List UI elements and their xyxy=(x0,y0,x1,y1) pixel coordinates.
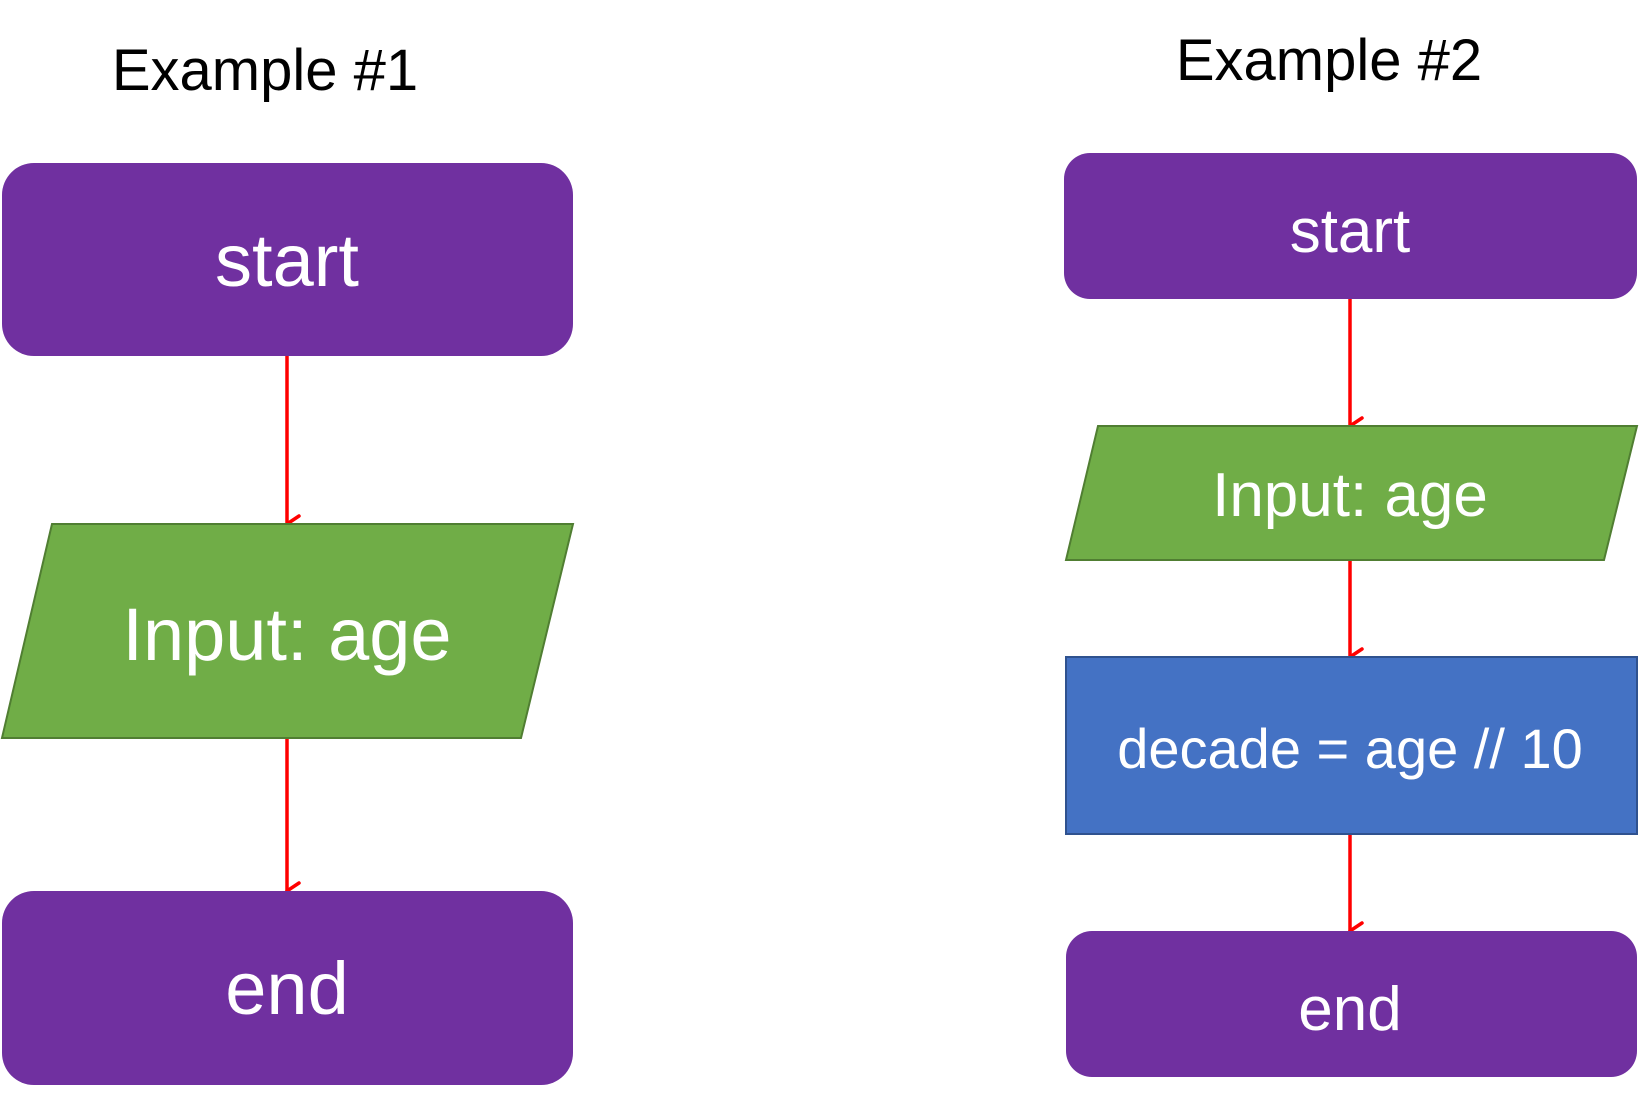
example-1-end-shape xyxy=(2,891,573,1085)
example-1-end-node: end xyxy=(2,891,573,1085)
example-1: Example #1 start Input: age end xyxy=(0,38,575,1085)
example-1-input-node: Input: age xyxy=(0,523,575,739)
example-2-start-shape xyxy=(1064,153,1637,299)
example-1-input-label: Input: age xyxy=(122,593,451,676)
example-2-process-shape xyxy=(1065,656,1638,835)
example-2-process-node: decade = age // 10 xyxy=(1065,656,1638,835)
example-2-start-label: start xyxy=(1290,197,1411,266)
example-1-end-label: end xyxy=(225,947,348,1030)
example-2-input-label: Input: age xyxy=(1212,461,1488,530)
example-2-end-node: end xyxy=(1066,931,1637,1077)
example-1-title: Example #1 xyxy=(112,38,418,103)
example-2-input-node: Input: age xyxy=(1064,425,1639,561)
example-2-end-label: end xyxy=(1298,975,1401,1044)
example-2-title: Example #2 xyxy=(1176,28,1482,93)
example-2-input-shape xyxy=(1064,425,1639,561)
example-1-start-shape xyxy=(2,163,573,356)
example-2-start-node: start xyxy=(1064,153,1637,299)
example-2: Example #2 start Input: age decade = age… xyxy=(1064,28,1639,1077)
example-2-process-label: decade = age // 10 xyxy=(1117,717,1583,780)
example-1-start-node: start xyxy=(2,163,573,356)
example-2-end-shape xyxy=(1066,931,1637,1077)
example-1-start-label: start xyxy=(215,219,359,302)
example-1-input-shape xyxy=(0,523,575,739)
